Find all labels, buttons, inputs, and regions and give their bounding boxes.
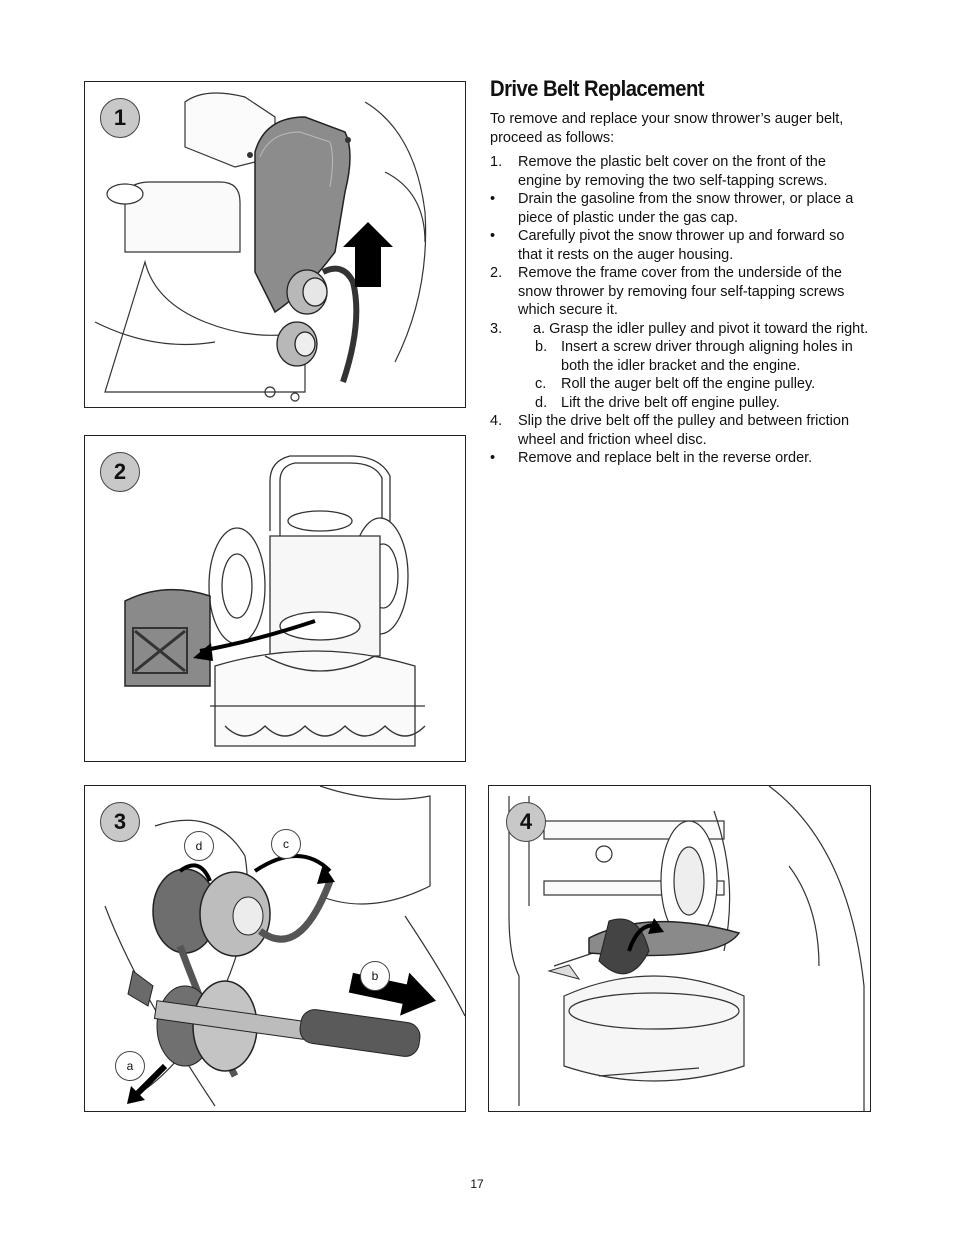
step-text: Slip the drive belt off the pulley and b… — [518, 413, 850, 448]
figure-1-number: 1 — [100, 98, 140, 138]
figure-2-frame-cover: 2 — [84, 435, 466, 762]
figure-4-illustration — [508, 786, 865, 1111]
figure-4-friction-wheel: 4 — [488, 785, 871, 1112]
step-item: • Drain the gasoline from the snow throwe… — [490, 190, 872, 227]
callout-b: b — [360, 961, 390, 991]
step-text: Remove the frame cover from the undersid… — [518, 265, 845, 318]
step-item: 1. Remove the plastic belt cover on the f… — [490, 153, 872, 190]
step-marker: 4. — [490, 413, 503, 429]
page-number: 17 — [470, 1177, 484, 1191]
callout-d: d — [184, 831, 214, 861]
figure-2-illustration — [124, 455, 426, 747]
section-title: Drive Belt Replacement — [490, 76, 705, 101]
figure-1-illustration — [94, 92, 427, 402]
step-item: 4. Slip the drive belt off the pulley and… — [490, 412, 872, 449]
instructions-column: Drive Belt Replacement To remove and rep… — [490, 76, 872, 468]
substep-item: d. Lift the drive belt off engine pulley. — [490, 394, 872, 413]
step-text: Remove and replace belt in the reverse o… — [518, 450, 813, 466]
step-marker: • — [490, 191, 496, 207]
intro-paragraph: To remove and replace your snow thrower’… — [490, 111, 844, 146]
step-marker: 2. — [490, 265, 503, 281]
substep-marker: d. — [535, 394, 548, 411]
figure-3-illustration — [104, 786, 465, 1107]
substep-item: b. Insert a screw driver through aligning… — [490, 338, 872, 375]
step-marker: • — [490, 450, 496, 466]
step-item: • Carefully pivot the snow thrower up and… — [490, 227, 872, 264]
step-text: Drain the gasoline from the snow thrower… — [518, 191, 854, 226]
step-marker: 1. — [490, 154, 503, 170]
step-item: • Remove and replace belt in the reverse … — [490, 449, 872, 468]
callout-a: a — [115, 1051, 145, 1081]
substep-item: c. Roll the auger belt off the engine pul… — [490, 375, 872, 394]
callout-c: c — [271, 829, 301, 859]
figure-4-number: 4 — [506, 802, 546, 842]
substep-text: Lift the drive belt off engine pulley. — [561, 394, 780, 411]
substep-marker: b. — [535, 339, 548, 355]
steps-list: 1. Remove the plastic belt cover on the f… — [490, 153, 872, 468]
step-item: 2. Remove the frame cover from the unders… — [490, 264, 872, 320]
step-text: a. Grasp the idler pulley and pivot it t… — [533, 320, 869, 337]
step-item: 3. a. Grasp the idler pulley and pivot it… — [490, 320, 872, 339]
figure-1-belt-cover: 1 — [84, 81, 466, 408]
step-text: Carefully pivot the snow thrower up and … — [518, 228, 845, 263]
step-marker: 3. — [490, 320, 503, 337]
figure-3-number: 3 — [100, 802, 140, 842]
figure-2-number: 2 — [100, 452, 140, 492]
substep-text: Roll the auger belt off the engine pulle… — [561, 376, 816, 392]
substep-marker: c. — [535, 376, 547, 392]
step-marker: • — [490, 228, 496, 244]
figure-3-pulley-procedure: 3 d c b a — [84, 785, 466, 1112]
step-text: Remove the plastic belt cover on the fro… — [518, 154, 828, 189]
substep-text: Insert a screw driver through aligning h… — [561, 339, 853, 374]
